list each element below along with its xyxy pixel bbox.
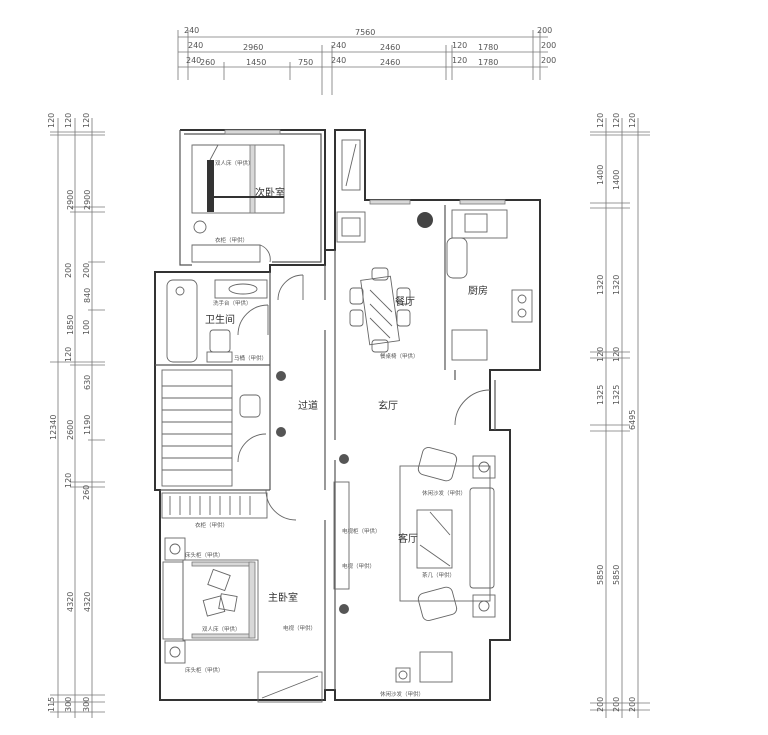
dim-label: 1780 [478,58,498,67]
furniture-label: 床头柜（甲供） [185,551,224,559]
room-label: 厨房 [468,284,488,297]
left-dimensions: 120 12340 115 120 2900 200 1850 120 2600… [47,113,105,718]
room-label: 餐厅 [395,295,415,308]
dim-label: 1320 [596,275,605,295]
furniture-label: 餐桌椅（甲供） [380,352,419,360]
dim-label: 120 [452,41,467,50]
dim-label: 4320 [83,592,92,612]
furniture-label: 电视柜（甲供） [342,527,381,535]
furniture-label: 衣柜（甲供） [215,236,248,244]
dim-label: 120 [612,347,621,362]
furniture-label: 电视（甲供） [342,562,375,570]
dim-label: 750 [298,58,313,67]
dim-label: 200 [612,697,621,712]
dim-label: 260 [200,58,215,67]
dim-label: 2460 [380,43,400,52]
dim-label: 12340 [49,415,58,440]
dim-label: 2960 [243,43,263,52]
furniture-label: 茶几（甲供） [422,571,455,579]
dim-label: 2900 [83,190,92,210]
dim-label: 200 [541,41,556,50]
dim-label: 840 [83,288,92,303]
dim-label: 1450 [246,58,266,67]
furniture-label: 双人床（甲供） [215,159,254,167]
second-bedroom: 双人床（甲供） 衣柜（甲供） 次卧室 [191,144,285,263]
doors [237,274,491,521]
dim-label: 5850 [596,565,605,585]
dim-label: 5850 [612,565,621,585]
dim-label: 120 [596,113,605,128]
dim-label: 200 [82,263,91,278]
dim-label: 2460 [380,58,400,67]
dim-label: 240 [188,41,203,50]
dining-kitchen: 餐厅 厨房 餐桌椅（甲供） [336,209,533,361]
dim-label: 2900 [66,190,75,210]
dim-label: 1325 [612,385,621,405]
dim-label: 200 [596,697,605,712]
room-label: 次卧室 [255,186,285,199]
dim-label: 115 [47,697,56,712]
dim-label: 120 [64,347,73,362]
dim-label: 240 [331,56,346,65]
living-room: 玄厅 休闲沙发（甲供） 电视柜（甲供） 电视（甲供） 茶几（甲供） 客厅 休闲沙… [276,371,496,698]
dim-label: 200 [537,26,552,35]
dim-label: 300 [82,697,91,712]
dim-label: 200 [64,263,73,278]
room-label: 客厅 [398,532,418,545]
dim-label: 120 [628,113,637,128]
dim-label: 120 [596,347,605,362]
dim-label: 1400 [596,165,605,185]
dim-label: 4320 [66,592,75,612]
room-label: 玄厅 [378,399,398,412]
dim-label: 120 [64,113,73,128]
dim-label: 1190 [83,415,92,435]
dim-label: 1780 [478,43,498,52]
walls [154,129,541,703]
master-bedroom: 衣柜（甲供） 床头柜（甲供） 双人床（甲供） 床头柜（甲供） 电视（甲供） 主卧… [162,521,316,674]
dim-label: 120 [612,113,621,128]
dim-label: 120 [64,473,73,488]
dim-label: 300 [64,697,73,712]
dim-label: 7560 [355,28,375,37]
dim-label: 240 [184,26,199,35]
furniture-label: 电视（甲供） [283,624,316,632]
hatched-floor-area: 过道 [161,369,318,519]
furniture-label: 马桶（甲供） [234,354,267,362]
dim-label: 2600 [66,420,75,440]
dim-label: 1850 [66,315,75,335]
furniture-label: 洗手台（甲供） [213,299,252,307]
bathroom: 洗手台（甲供） 马桶（甲供） 卫生间 [166,279,268,363]
dim-label: 1400 [612,170,621,190]
dim-label: 100 [82,320,91,335]
dim-label: 240 [186,56,201,65]
dim-label: 630 [83,375,92,390]
room-label: 卫生间 [205,313,235,326]
right-dimensions: 120 1400 1320 120 1325 5850 200 120 1400… [590,113,650,718]
top-dimensions: 240 7560 200 240 2960 240 2460 120 1780 … [177,26,556,95]
dim-label: 120 [452,56,467,65]
room-label: 过道 [298,399,318,412]
dim-label: 6495 [628,410,637,430]
furniture-label: 双人床（甲供） [202,625,241,633]
dim-label: 240 [331,41,346,50]
dim-label: 120 [47,113,56,128]
furniture-label: 休闲沙发（甲供） [380,690,424,698]
dim-label: 1320 [612,275,621,295]
dim-label: 200 [628,697,637,712]
furniture-label: 休闲沙发（甲供） [422,489,466,497]
furniture-label: 衣柜（甲供） [195,521,228,529]
dim-label: 260 [82,485,91,500]
furniture-label: 床头柜（甲供） [185,666,224,674]
dim-label: 120 [82,113,91,128]
dim-label: 1325 [596,385,605,405]
dim-label: 200 [541,56,556,65]
room-label: 主卧室 [268,591,298,604]
